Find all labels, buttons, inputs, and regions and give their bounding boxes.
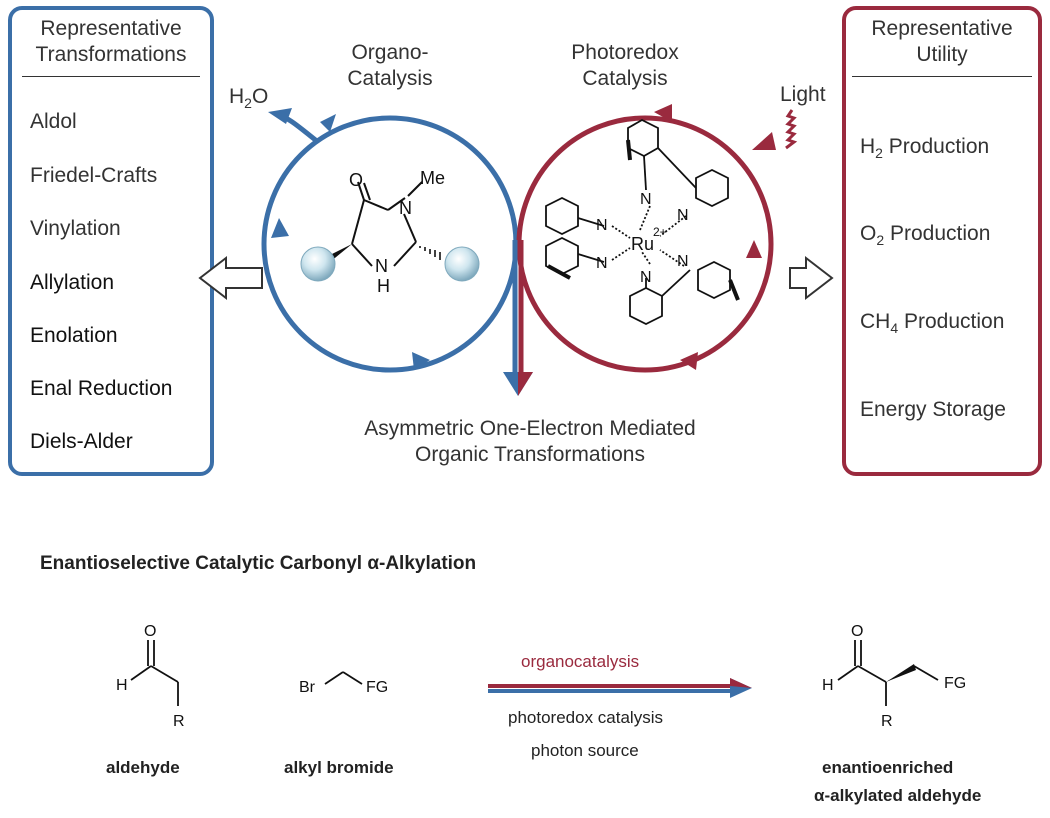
transformation-item: Vinylation: [30, 217, 121, 240]
subscript: 2: [244, 95, 252, 112]
utility-item: O2 Production: [860, 222, 990, 248]
light-squiggle: [785, 109, 798, 150]
arrowhead: [320, 114, 336, 132]
atom-label: N: [596, 255, 608, 272]
atom-label: H: [822, 677, 834, 694]
title-line: Representative: [871, 17, 1013, 40]
ruthenium-complex: [545, 118, 740, 326]
label-line: Catalysis: [347, 67, 433, 90]
utility-item: Energy Storage: [860, 398, 1006, 422]
imidazolidinone-catalyst: O N Me N H: [300, 168, 480, 296]
product-label: enantioenriched: [822, 758, 954, 777]
center-caption: Asymmetric One-Electron Mediated Organic…: [300, 416, 760, 468]
transformation-item: Diels-Alder: [30, 430, 133, 453]
text: Production: [898, 310, 1005, 333]
arrowhead: [268, 108, 292, 124]
arrowhead: [746, 240, 762, 258]
atom-label: N: [677, 253, 689, 270]
atom-label: Me: [420, 168, 445, 188]
product-label: α-alkylated aldehyde: [814, 786, 982, 805]
output-arrowhead: [518, 372, 533, 396]
arrowhead: [412, 352, 430, 370]
text: Energy Storage: [860, 398, 1006, 421]
arrowhead: [680, 352, 698, 370]
photon-condition: photon source: [531, 741, 639, 760]
subscript: 2: [876, 232, 885, 249]
organocatalysis-cycle: [261, 115, 519, 373]
product-structure: [837, 640, 939, 706]
aldehyde-label: aldehyde: [106, 758, 180, 777]
label-line: Catalysis: [582, 67, 668, 90]
subscript: 4: [890, 320, 899, 337]
title-line: Utility: [916, 43, 968, 66]
text: O: [860, 222, 877, 245]
transformation-item: Allylation: [30, 271, 115, 294]
atom-label: N: [596, 217, 608, 234]
atom-label: N: [640, 269, 652, 286]
label-line: Organo-: [351, 41, 429, 64]
photoredox-condition: photoredox catalysis: [508, 708, 663, 727]
transformations-box: Representative Transformations Aldol Fri…: [8, 6, 214, 476]
atom-label: R: [173, 713, 185, 730]
divider: [22, 76, 200, 77]
divider: [852, 76, 1032, 77]
atom-label: Br: [299, 679, 316, 696]
wedge-bond: [886, 664, 916, 682]
alkyl-bromide-structure: [324, 671, 363, 685]
caption-line: Organic Transformations: [415, 443, 645, 466]
title-line: Representative: [40, 17, 182, 40]
utility-box: Representative Utility H2 Production O2 …: [842, 6, 1042, 476]
atom-label: N: [640, 191, 652, 208]
atom-label: O: [144, 623, 156, 640]
atom-label: R: [881, 713, 893, 730]
text: O: [251, 85, 269, 108]
right-hollow-arrow: [789, 255, 834, 301]
metal-label: Ru: [631, 234, 654, 254]
arrowhead: [271, 218, 289, 238]
utility-item: CH4 Production: [860, 310, 1004, 336]
title-line: Transformations: [35, 43, 187, 66]
caption-line: Asymmetric One-Electron Mediated: [364, 417, 696, 440]
atom-label: N: [677, 207, 689, 224]
text: H: [229, 85, 245, 108]
utility-item: H2 Production: [860, 135, 989, 161]
light-arrowhead: [752, 132, 776, 150]
text: CH: [860, 310, 891, 333]
atom-label: N: [399, 198, 412, 218]
arrowhead: [654, 104, 672, 122]
atom-label: FG: [366, 679, 388, 696]
text: Production: [882, 135, 990, 158]
left-hollow-arrow: [198, 255, 263, 301]
water-label: H2O: [229, 84, 268, 116]
scheme-title: Enantioselective Catalytic Carbonyl α-Al…: [40, 553, 477, 574]
atom-label: H: [377, 276, 390, 296]
subscript: 2: [875, 145, 883, 162]
transformation-item: Enolation: [30, 324, 118, 347]
transformation-item: Enal Reduction: [30, 377, 173, 400]
reaction-arrowhead: [730, 678, 752, 688]
utility-title: Representative Utility: [846, 10, 1038, 68]
alkyl-bromide-label: alkyl bromide: [284, 758, 394, 777]
label-line: Photoredox: [571, 41, 679, 64]
atom-label: FG: [944, 675, 966, 692]
aldehyde-structure: [130, 640, 179, 706]
atom-label: O: [851, 623, 863, 640]
photoredox-label: Photoredox Catalysis: [565, 40, 685, 92]
transformations-title: Representative Transformations: [12, 10, 210, 68]
organocatalysis-condition: organocatalysis: [521, 652, 640, 671]
text: Production: [884, 222, 991, 245]
organocatalysis-label: Organo- Catalysis: [330, 40, 450, 92]
text: H: [860, 135, 876, 158]
atom-label: O: [349, 170, 363, 190]
charge-label: 2+: [653, 225, 667, 239]
light-label: Light: [780, 83, 826, 106]
atom-label: N: [375, 256, 388, 276]
transformation-item: Aldol: [30, 110, 77, 133]
atom-label: H: [116, 677, 128, 694]
transformation-item: Friedel-Crafts: [30, 164, 158, 187]
